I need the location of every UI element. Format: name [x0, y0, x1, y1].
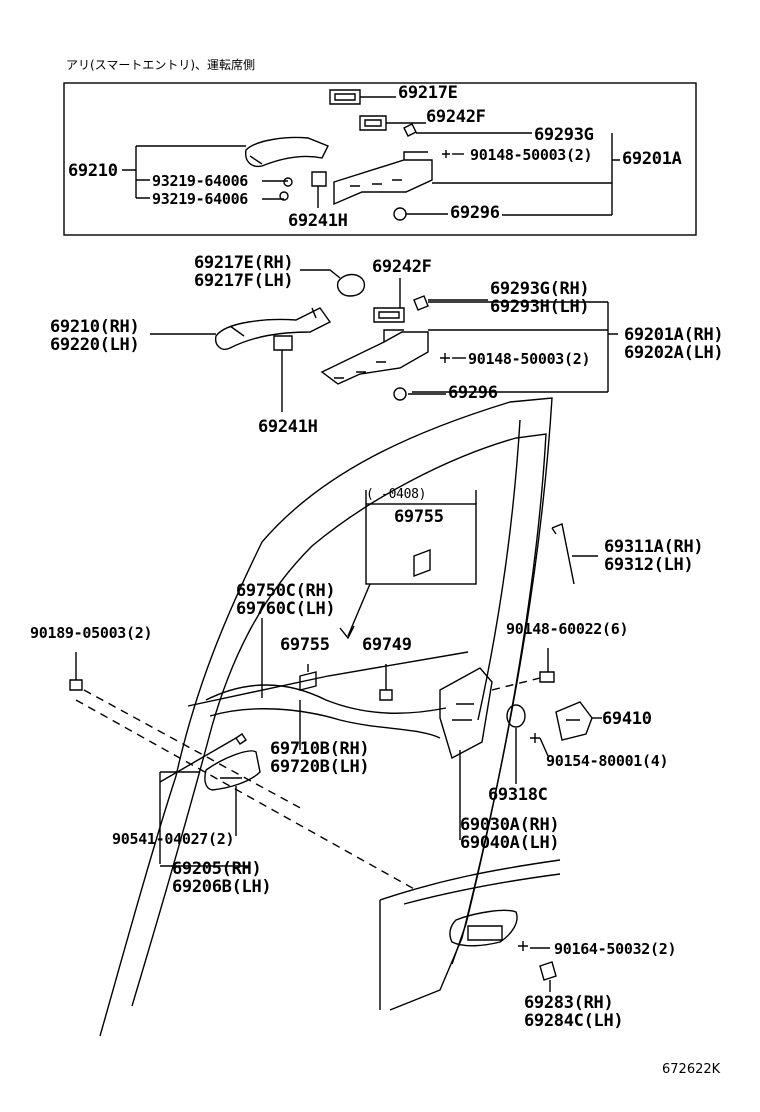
label-69410: 69410 — [602, 709, 652, 729]
smart-entry-frame — [63, 82, 697, 236]
bolt-90148-top-icon — [442, 150, 450, 158]
label-69710b-rh: 69710B(RH) — [270, 739, 370, 759]
label-93219-64006-b: 93219-64006 — [152, 190, 249, 208]
label-69312-lh: 69312(LH) — [604, 555, 694, 575]
label-69293h-lh: 69293H(LH) — [490, 297, 590, 317]
bolt-90148-60022-icon — [539, 671, 555, 683]
screw-93219-b-icon — [279, 191, 289, 201]
part-69293g-icon — [403, 123, 417, 137]
label-90148-60022: 90148-60022(6) — [506, 620, 629, 638]
label-69241h: 69241H — [288, 211, 348, 231]
label-69217f-lh: 69217F(LH) — [194, 271, 294, 291]
label-69311a-rh: 69311A(RH) — [604, 537, 704, 557]
label-90541-04027: 90541-04027(2) — [112, 830, 235, 848]
label-90164-50032: 90164-50032(2) — [554, 940, 677, 958]
label-69296: 69296 — [450, 203, 500, 223]
part-69311a-icon — [551, 523, 575, 585]
label-69201a-rh: 69201A(RH) — [624, 325, 724, 345]
label-69242f-mid: 69242F — [372, 257, 432, 277]
catalog-code: 672622K — [662, 1062, 721, 1077]
label-69241h-mid: 69241H — [258, 417, 318, 437]
label-69755: 69755 — [280, 635, 330, 655]
label-69206b-lh: 69206B(LH) — [172, 877, 272, 897]
part-69242f-mid-icon — [373, 307, 405, 323]
label-69755-box: 69755 — [394, 507, 444, 527]
part-69755-box — [365, 503, 477, 585]
cable-69710b-icon — [209, 708, 441, 739]
part-69210-rh-icon — [215, 307, 332, 350]
part-69210-icon — [245, 136, 329, 168]
part-69205-icon — [204, 750, 261, 791]
window-line-a — [187, 651, 469, 707]
label-69202a-lh: 69202A(LH) — [624, 343, 724, 363]
label-69750c-rh: 69750C(RH) — [236, 581, 336, 601]
header-note: アリ(スマートエントリ)、運転席側 — [66, 58, 256, 72]
period-bracket — [365, 490, 477, 504]
cable-69750c-icon — [205, 684, 447, 714]
label-69217e-rh: 69217E(RH) — [194, 253, 294, 273]
part-69201a-icon — [333, 151, 433, 206]
label-69040a-lh: 69040A(LH) — [460, 833, 560, 853]
part-69749-icon — [379, 689, 393, 701]
label-69242f: 69242F — [426, 107, 486, 127]
label-69293g: 69293G — [534, 125, 594, 145]
part-69217e-rh-icon — [336, 273, 366, 297]
part-69293g-mid-icon — [413, 295, 429, 311]
bolt-90154-icon — [530, 733, 540, 743]
label-69210-rh: 69210(RH) — [50, 317, 140, 337]
part-69241h-mid-icon — [273, 335, 293, 351]
label-90154-80001: 90154-80001(4) — [546, 752, 669, 770]
label-93219-64006-a: 93219-64006 — [152, 172, 249, 190]
bolt-90148-mid-icon — [440, 353, 450, 363]
bolt-90189-icon — [69, 679, 83, 691]
window-line-b — [477, 419, 521, 721]
part-69242f-icon — [359, 115, 387, 131]
label-90148-50003-top: 90148-50003(2) — [470, 146, 593, 164]
label-69205-rh: 69205(RH) — [172, 859, 262, 879]
part-69201a-rh-icon — [320, 329, 429, 385]
part-69030a-icon — [439, 667, 493, 760]
label-90189-05003: 90189-05003(2) — [30, 624, 153, 642]
part-69241h-icon — [311, 171, 327, 187]
label-69749: 69749 — [362, 635, 412, 655]
label-69283-rh: 69283(RH) — [524, 993, 614, 1013]
label-69760c-lh: 69760C(LH) — [236, 599, 336, 619]
door-bottom-panel — [379, 859, 561, 1010]
label-69284c-lh: 69284C(LH) — [524, 1011, 624, 1031]
label-69296-mid: 69296 — [448, 383, 498, 403]
label-69030a-rh: 69030A(RH) — [460, 815, 560, 835]
label-90148-50003-mid: 90148-50003(2) — [468, 350, 591, 368]
screw-90164-icon — [518, 941, 528, 951]
label-69318c: 69318C — [488, 785, 548, 805]
part-69410-icon — [555, 701, 593, 741]
part-69318c-icon — [506, 704, 526, 728]
label-69720b-lh: 69720B(LH) — [270, 757, 370, 777]
part-69296-top-icon — [393, 207, 407, 221]
label-69220-lh: 69220(LH) — [50, 335, 140, 355]
part-69755-box-icon — [413, 548, 431, 578]
part-69755-icon — [299, 671, 317, 691]
label-69201a: 69201A — [622, 149, 682, 169]
label-69217e: 69217E — [398, 83, 458, 103]
label-69210: 69210 — [68, 161, 118, 181]
inner-handle-recess — [449, 909, 518, 947]
screw-93219-a-icon — [283, 177, 293, 187]
door-inner-frame — [131, 433, 547, 1007]
part-69217e-icon — [329, 89, 361, 105]
label-69293g-rh: 69293G(RH) — [490, 279, 590, 299]
clip-90541-icon — [235, 733, 247, 745]
part-69296-mid-icon — [393, 387, 407, 401]
period-note: ( -0408) — [366, 487, 427, 502]
part-69283-icon — [539, 961, 557, 981]
